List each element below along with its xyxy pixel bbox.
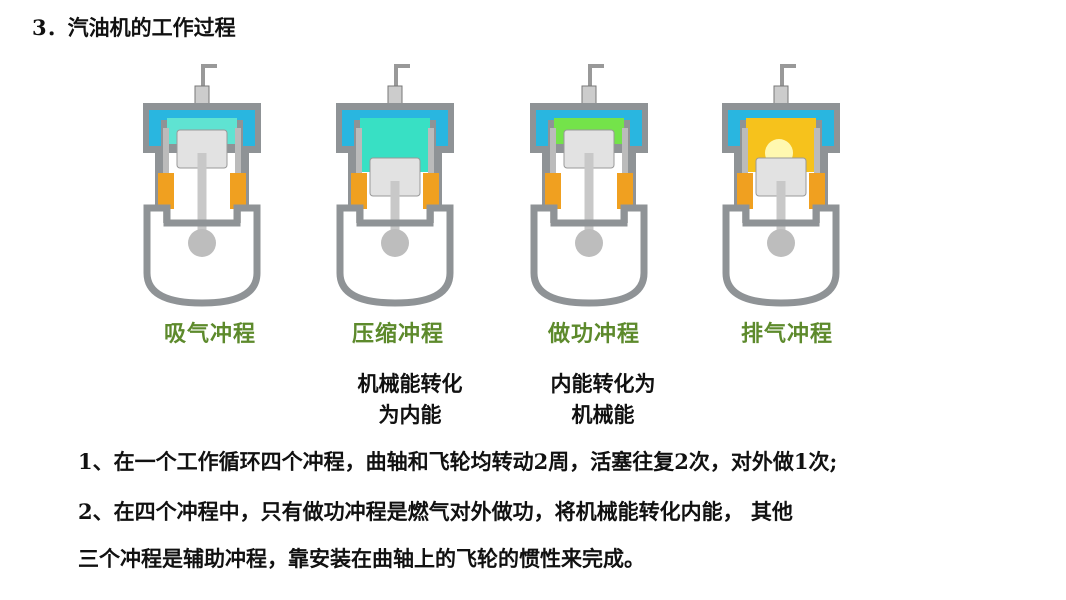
exhaust-stroke-label: 排气冲程 — [740, 321, 833, 347]
note-line: 内能转化为 — [550, 371, 656, 396]
crankcase — [336, 204, 454, 307]
exhaust-stroke-diagram — [704, 58, 854, 308]
spark-plug-wire — [588, 64, 604, 88]
crankshaft — [188, 229, 216, 257]
spring-right — [423, 173, 439, 209]
note-line: 为内能 — [378, 402, 442, 427]
spring-right — [230, 173, 246, 209]
crankshaft — [767, 229, 795, 257]
note-line: 机械能 — [571, 402, 635, 427]
spark-plug-wire — [201, 64, 217, 88]
spring-left — [158, 173, 174, 209]
note-line: 机械能转化 — [357, 371, 463, 396]
spring-left — [351, 173, 367, 209]
spring-left — [737, 173, 753, 209]
summary-point-1: 1、在一个工作循环四个冲程，曲轴和飞轮均转动2周，活塞往复2次，对外做1次; — [78, 449, 838, 474]
summary-point-2-cont: 三个冲程是辅助冲程，靠安装在曲轴上的飞轮的惯性来完成。 — [78, 546, 645, 571]
crankshaft — [575, 229, 603, 257]
compression-energy-note: 机械能转化 为内能 — [325, 368, 495, 430]
compression-stroke-diagram — [318, 58, 468, 308]
compression-stroke-label: 压缩冲程 — [351, 321, 444, 347]
spring-left — [545, 173, 561, 209]
intake-stroke-diagram — [125, 58, 275, 308]
power-stroke-label: 做功冲程 — [547, 321, 640, 347]
crankcase — [722, 204, 840, 307]
spring-right — [617, 173, 633, 209]
spark-plug-wire — [780, 64, 796, 88]
intake-stroke-label: 吸气冲程 — [163, 321, 256, 347]
spark-plug-wire — [394, 64, 410, 88]
power-stroke-diagram — [512, 58, 662, 308]
summary-point-2: 2、在四个冲程中，只有做功冲程是燃气对外做功，将机械能转化内能， 其他 — [78, 499, 793, 524]
crankcase — [530, 204, 648, 307]
spring-right — [809, 173, 825, 209]
slide-title: 3．汽油机的工作过程 — [32, 15, 236, 40]
power-energy-note: 内能转化为 机械能 — [518, 368, 688, 430]
crankcase — [143, 204, 261, 307]
crankshaft — [381, 229, 409, 257]
